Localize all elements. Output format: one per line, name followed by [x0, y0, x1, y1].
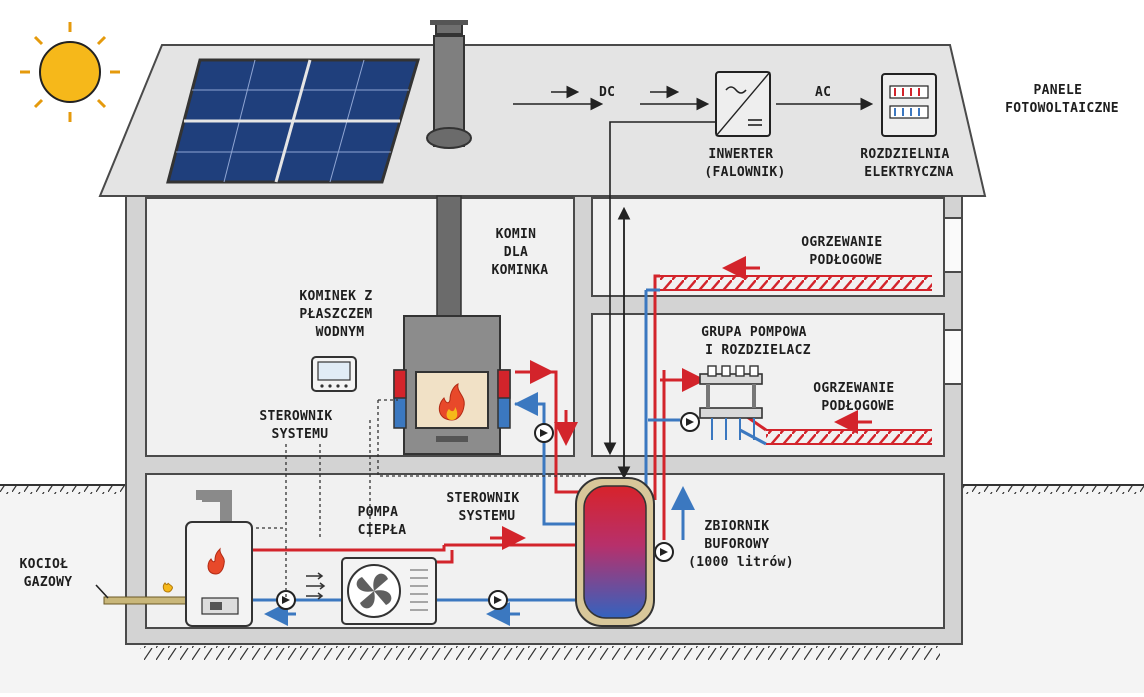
ac-label: AC — [815, 85, 831, 100]
fireplace-label: KOMINEK Z PŁASZCZEM WODNYM — [299, 289, 380, 340]
distribution-board-label: ROZDZIELNIA ELEKTRYCZNA — [860, 147, 958, 180]
controller-label-mid: STEROWNIK SYSTEMU — [446, 491, 527, 524]
underfloor-heating-top-label: OGRZEWANIE PODŁOGOWE — [801, 235, 890, 268]
solar-panel-icon — [166, 58, 421, 184]
controller-label-top: STEROWNIK SYSTEMU — [259, 409, 340, 442]
manifold-icon — [699, 365, 763, 440]
heat-pump-label: POMPA CIEPŁA — [358, 505, 407, 538]
heating-pipes — [103, 274, 767, 626]
fireplace-icon — [393, 315, 511, 455]
electric-lines — [603, 121, 716, 480]
pump-group-label: GRUPA POMPOWA I ROZDZIELACZ — [701, 325, 815, 358]
gas-boiler-icon — [162, 521, 253, 627]
chimney-label: KOMIN DLA KOMINKA — [492, 227, 549, 278]
distribution-board-icon — [881, 73, 937, 137]
underfloor-heating-top — [660, 256, 932, 291]
gas-boiler-label: KOCIOŁ GAZOWY — [20, 557, 77, 590]
sun-icon — [20, 22, 120, 122]
control-wires — [256, 399, 586, 600]
inverter-label: INWERTER (FALOWNIK) — [704, 147, 785, 180]
underfloor-heating-mid — [766, 410, 932, 445]
heat-pump-icon — [306, 557, 437, 625]
dc-label: DC — [599, 85, 615, 100]
pump-icon — [276, 412, 700, 610]
buffer-tank-icon — [575, 477, 655, 627]
inverter-icon — [715, 71, 771, 137]
pv-panels-label: PANELE FOTOWOLTAICZNE — [1005, 83, 1119, 116]
chimney-icon — [426, 20, 472, 317]
underfloor-heating-mid-label: OGRZEWANIE PODŁOGOWE — [813, 381, 902, 414]
buffer-tank-label: ZBIORNIK BUFOROWY (1000 litrów) — [688, 519, 794, 570]
thermostat-icon — [311, 356, 357, 392]
dc-ac-line — [513, 85, 874, 111]
